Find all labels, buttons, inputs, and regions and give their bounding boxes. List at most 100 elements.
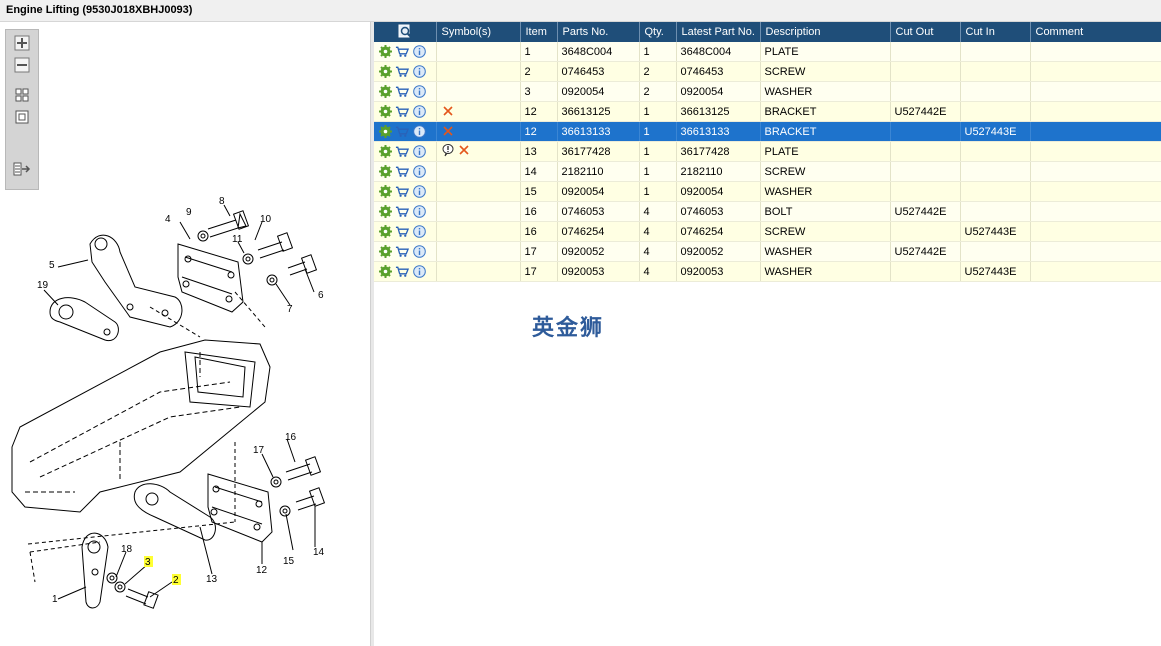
latest-part-no-cell: 0746254 (676, 221, 761, 242)
info-icon[interactable] (412, 65, 426, 79)
column-header-cut-out[interactable]: Cut Out (890, 22, 961, 42)
column-header-qty[interactable]: Qty. (639, 22, 677, 42)
column-header-latest-part-no[interactable]: Latest Part No. (676, 22, 761, 42)
alert-bubble-icon[interactable] (441, 143, 455, 157)
comment-cell (1030, 141, 1161, 162)
diagram-pane[interactable]: 8 9 10 11 4 5 19 6 7 16 17 14 15 12 13 1… (0, 22, 370, 646)
item-cell: 14 (520, 161, 558, 182)
column-header-description[interactable]: Description (760, 22, 891, 42)
column-header-comment[interactable]: Comment (1030, 22, 1161, 42)
info-icon[interactable] (412, 105, 426, 119)
cut-out-cell (890, 141, 961, 162)
options-gear-icon[interactable] (378, 125, 392, 139)
svg-text:14: 14 (313, 547, 325, 558)
info-icon[interactable] (412, 85, 426, 99)
qty-cell: 4 (639, 201, 677, 222)
column-header-cut-in[interactable]: Cut In (960, 22, 1031, 42)
export-button[interactable] (12, 160, 32, 178)
options-gear-icon[interactable] (378, 85, 392, 99)
comment-cell (1030, 101, 1161, 122)
latest-part-no-cell: 0920053 (676, 261, 761, 282)
info-icon[interactable] (412, 45, 426, 59)
add-to-cart-icon[interactable] (395, 125, 409, 139)
comment-cell (1030, 61, 1161, 82)
comment-cell (1030, 201, 1161, 222)
svg-text:9: 9 (186, 207, 192, 218)
zoom-in-button[interactable] (12, 34, 32, 52)
column-header-item[interactable]: Item (520, 22, 558, 42)
options-gear-icon[interactable] (378, 165, 392, 179)
x-mark-icon[interactable] (441, 104, 455, 118)
options-gear-icon[interactable] (378, 245, 392, 259)
cut-in-cell (960, 161, 1031, 182)
parts-no-cell: 0920054 (557, 81, 640, 102)
add-to-cart-icon[interactable] (395, 45, 409, 59)
row-actions-cell (374, 241, 437, 262)
engine-block-inner (25, 352, 241, 493)
options-gear-icon[interactable] (378, 225, 392, 239)
add-to-cart-icon[interactable] (395, 165, 409, 179)
add-to-cart-icon[interactable] (395, 65, 409, 79)
add-to-cart-icon[interactable] (395, 225, 409, 239)
add-to-cart-icon[interactable] (395, 145, 409, 159)
description-cell: WASHER (760, 261, 891, 282)
info-icon[interactable] (412, 125, 426, 139)
options-gear-icon[interactable] (378, 185, 392, 199)
plate-5 (89, 234, 183, 328)
add-to-cart-icon[interactable] (395, 105, 409, 119)
add-to-cart-icon[interactable] (395, 245, 409, 259)
actual-size-button[interactable] (12, 108, 32, 126)
x-mark-icon[interactable] (457, 143, 471, 157)
parts-no-cell: 36613125 (557, 101, 640, 122)
x-mark-icon[interactable] (441, 124, 455, 138)
options-gear-icon[interactable] (378, 65, 392, 79)
options-gear-icon[interactable] (378, 205, 392, 219)
info-icon[interactable] (412, 225, 426, 239)
add-to-cart-icon[interactable] (395, 265, 409, 279)
info-icon[interactable] (412, 145, 426, 159)
options-gear-icon[interactable] (378, 265, 392, 279)
add-to-cart-icon[interactable] (395, 205, 409, 219)
info-icon[interactable] (412, 265, 426, 279)
column-header-symbols[interactable]: Symbol(s) (436, 22, 521, 42)
comment-cell (1030, 241, 1161, 262)
info-icon[interactable] (412, 185, 426, 199)
options-gear-icon[interactable] (378, 45, 392, 59)
exploded-parts-diagram[interactable]: 8 9 10 11 4 5 19 6 7 16 17 14 15 12 13 1… (0, 172, 370, 642)
item-cell: 3 (520, 81, 558, 102)
cut-in-cell (960, 81, 1031, 102)
info-icon[interactable] (412, 205, 426, 219)
add-to-cart-icon[interactable] (395, 85, 409, 99)
callout-labels: 8 9 10 11 4 5 19 6 7 16 17 14 15 12 13 1… (37, 196, 325, 605)
cut-out-cell (890, 261, 961, 282)
column-header-actions[interactable] (374, 22, 437, 42)
options-gear-icon[interactable] (378, 145, 392, 159)
cut-in-cell: U527443E (960, 121, 1031, 142)
cut-out-cell: U527442E (890, 201, 961, 222)
options-gear-icon[interactable] (378, 105, 392, 119)
pane-splitter[interactable] (370, 22, 374, 646)
qty-cell: 1 (639, 121, 677, 142)
zoom-out-button[interactable] (12, 56, 32, 74)
info-icon[interactable] (412, 165, 426, 179)
add-to-cart-icon[interactable] (395, 185, 409, 199)
column-header-parts-no[interactable]: Parts No. (557, 22, 640, 42)
description-cell: WASHER (760, 181, 891, 202)
fit-view-button[interactable] (12, 86, 32, 104)
symbols-cell (436, 161, 521, 182)
comment-cell (1030, 221, 1161, 242)
info-icon[interactable] (412, 245, 426, 259)
symbols-cell (436, 81, 521, 102)
